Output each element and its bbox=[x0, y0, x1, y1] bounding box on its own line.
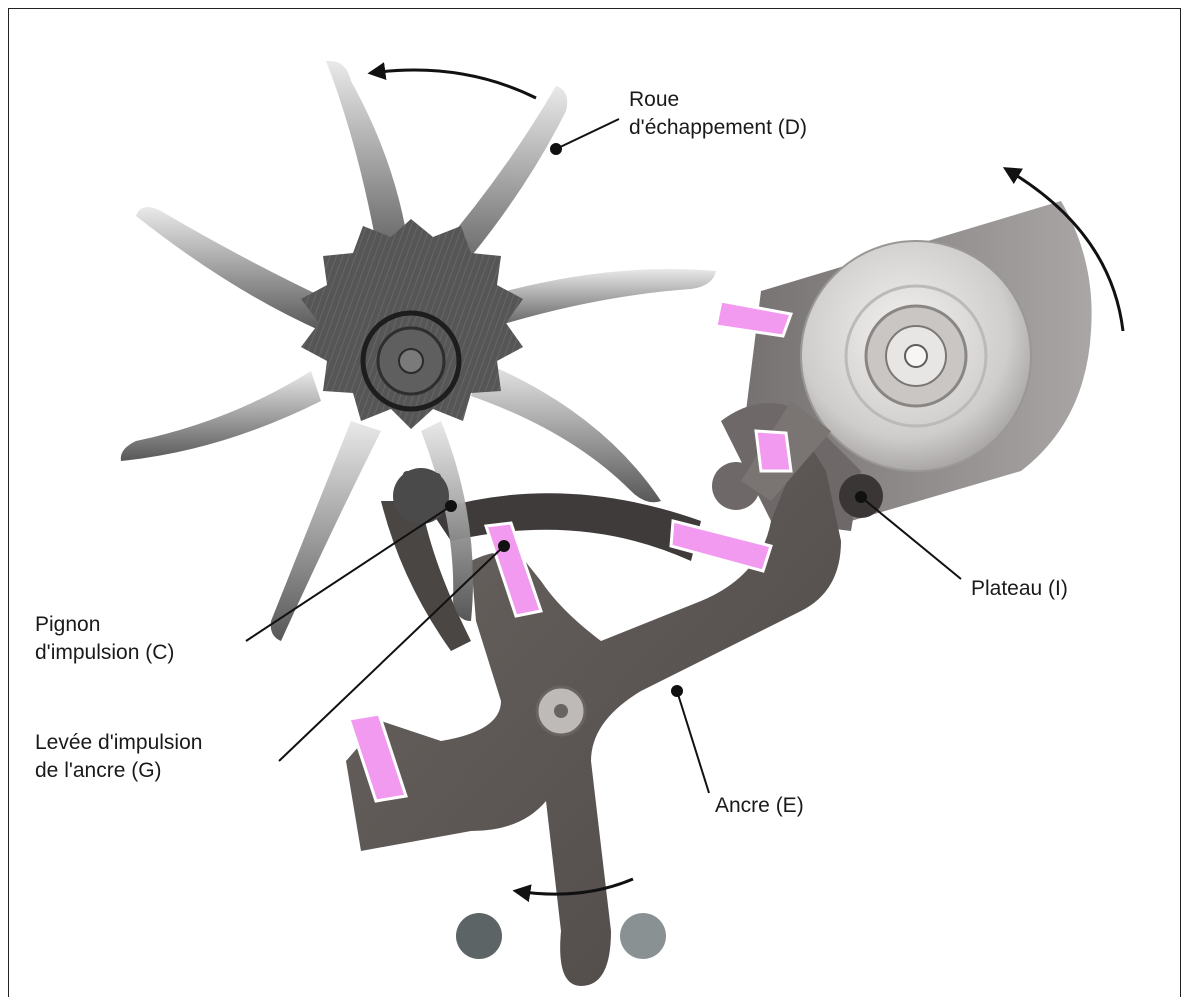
leader-ancre bbox=[677, 691, 709, 793]
ruby-pallet-exit bbox=[671, 521, 771, 571]
escapement-diagram bbox=[9, 9, 1181, 997]
label-pignon-impulsion: Pignon d'impulsion (C) bbox=[35, 611, 174, 667]
label-levee-impulsion: Levée d'impulsion de l'ancre (G) bbox=[35, 729, 202, 785]
label-pignon-line2: d'impulsion (C) bbox=[35, 639, 174, 667]
leader-plateau bbox=[861, 497, 961, 579]
label-pignon-line1: Pignon bbox=[35, 611, 174, 639]
label-plateau-line1: Plateau (I) bbox=[971, 575, 1068, 603]
label-levee-line2: de l'ancre (G) bbox=[35, 757, 202, 785]
label-ancre: Ancre (E) bbox=[715, 792, 804, 820]
label-ancre-line1: Ancre (E) bbox=[715, 792, 804, 820]
label-roue-line2: d'échappement (D) bbox=[629, 114, 807, 142]
label-levee-line1: Levée d'impulsion bbox=[35, 729, 202, 757]
label-plateau: Plateau (I) bbox=[971, 575, 1068, 603]
curved-arrow-icon bbox=[371, 70, 536, 98]
leader-roue bbox=[556, 119, 619, 149]
label-roue-echappement: Roue d'échappement (D) bbox=[629, 86, 807, 142]
pignon-impulsion bbox=[393, 468, 449, 524]
label-roue-line1: Roue bbox=[629, 86, 807, 114]
diagram-frame: Roue d'échappement (D) Pignon d'impulsio… bbox=[8, 8, 1181, 997]
ruby-impulse-pin bbox=[756, 431, 791, 471]
